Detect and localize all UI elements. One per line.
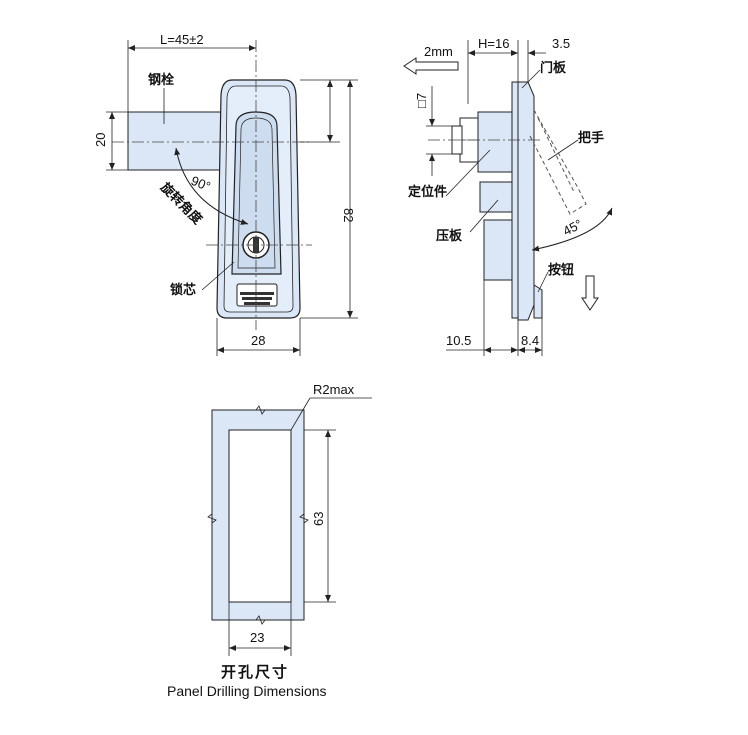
label-door: 门板 [540,60,567,75]
label-locator: 定位件 [407,184,447,199]
dim-square-text: □7 [414,93,429,108]
push-arrow-icon [581,275,599,311]
travel-arrow-icon [403,57,459,75]
button-side [533,284,543,319]
label-plate: 压板 [436,228,463,243]
dim-height-text: 82 [341,208,356,222]
dim-bolt-height-text: 20 [93,133,108,147]
steel-bolt [127,111,225,171]
front-view: L=45±2 20 82 28 钢栓 90° 旋转角度 锁芯 [93,32,358,356]
label-bolt: 钢栓 [148,72,174,87]
cutout-width-text: 23 [250,630,264,645]
label-core: 锁芯 [170,282,196,297]
radius-text: R2max [313,382,355,397]
dim-door-thickness-text: 3.5 [552,36,570,51]
dim-10-5-text: 10.5 [446,333,471,348]
cutout-height-text: 63 [311,512,326,526]
angle-45-arc [531,207,613,252]
caption-cn: 开孔尺寸 [221,663,289,681]
angle-90-text: 90° [189,173,213,194]
handle-raised [529,109,587,215]
dim-width-text: 28 [251,333,265,348]
rotation-arc [174,147,249,225]
dim-8-4-text: 8.4 [521,333,539,348]
side-view: H=16 3.5 2mm □7 10.5 8.4 45° 门板 把手 定位件 压… [403,36,613,356]
caption-en: Panel Drilling Dimensions [167,683,327,699]
label-button: 按钮 [548,262,574,277]
cutout-frame [211,409,305,621]
locator-part [477,111,513,173]
dim-length-text: L=45±2 [160,32,204,47]
dim-travel-text: 2mm [424,44,453,59]
dim-h-text: H=16 [478,36,509,51]
label-handle: 把手 [578,130,604,145]
panel-cutout: R2max 63 23 开孔尺寸 Panel Drilling Dimensio… [167,382,372,699]
pressure-plate [479,181,513,213]
door-panel [511,81,519,319]
flange [517,81,535,321]
